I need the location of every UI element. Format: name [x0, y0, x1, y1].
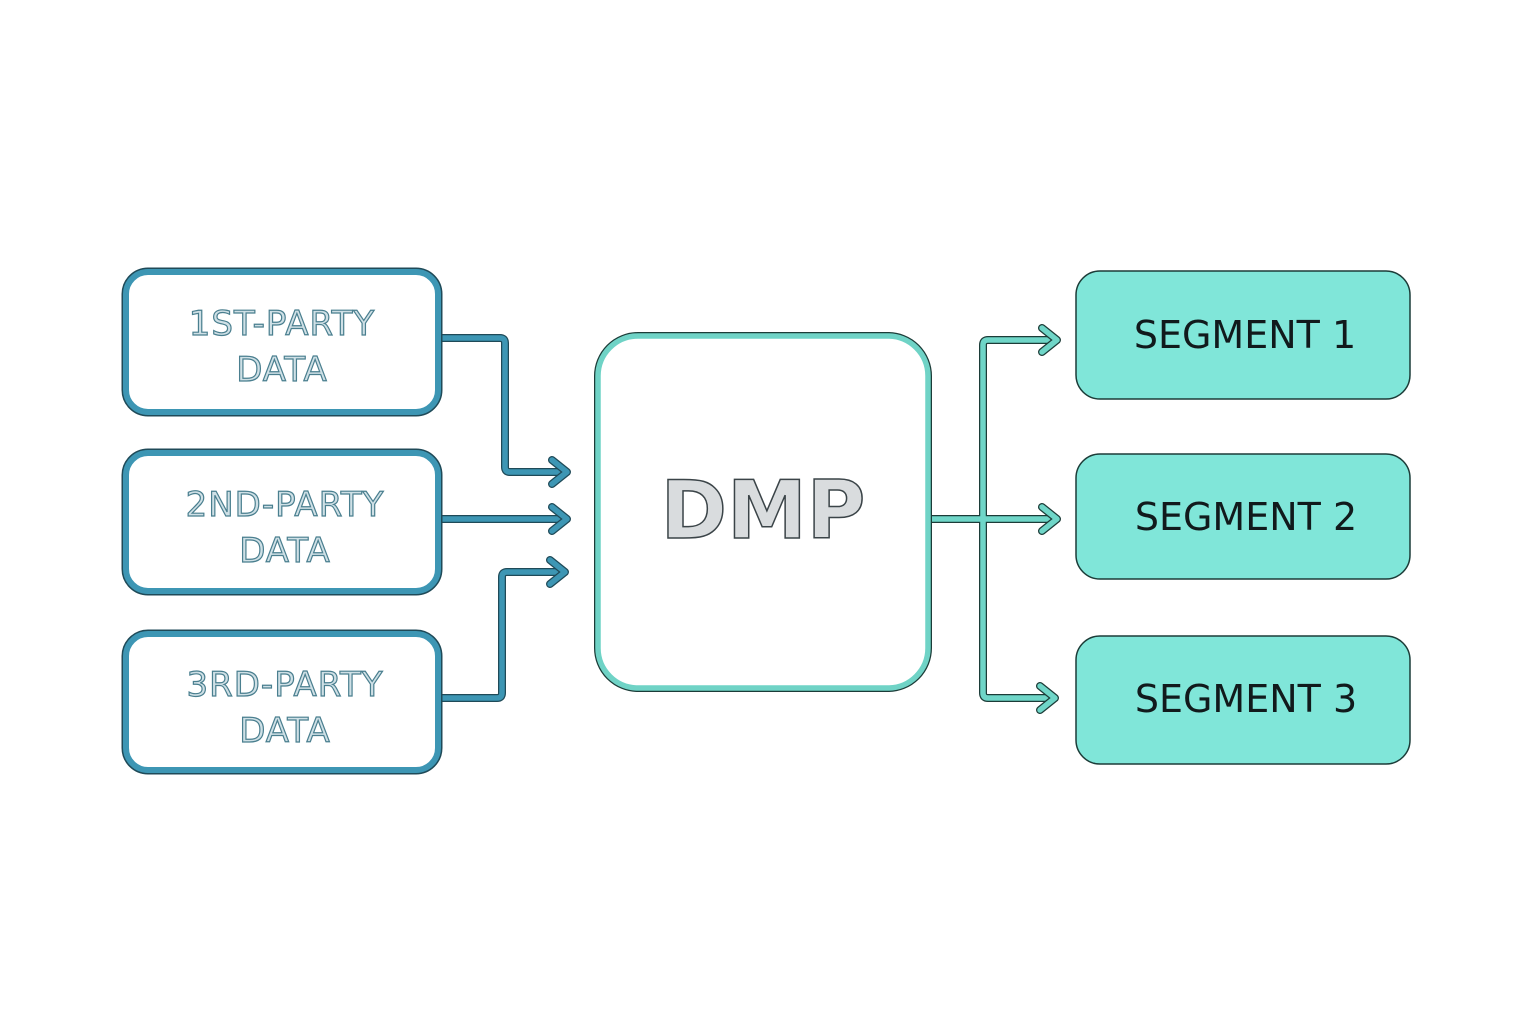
- source-label-line1: 3RD-PARTY: [187, 665, 384, 705]
- connector-3rd-party: [435, 569, 567, 701]
- source-label-line2: DATA: [239, 711, 331, 751]
- output-branch: [980, 337, 1058, 701]
- source-label-line2: DATA: [236, 350, 328, 390]
- source-label-line1: 1ST-PARTY: [189, 304, 375, 344]
- source-box-3rd-party: 3RD-PARTY DATA: [121, 629, 443, 775]
- source-box-2nd-party: 2ND-PARTY DATA: [121, 448, 443, 596]
- arrowhead-1st-party-fill: [549, 457, 570, 487]
- input-connectors: [434, 334, 571, 702]
- segment-label: SEGMENT 2: [1135, 495, 1357, 539]
- segment-box-1: SEGMENT 1: [1075, 270, 1411, 400]
- source-label-line1: 2ND-PARTY: [186, 485, 385, 525]
- source-label-line2: DATA: [239, 531, 331, 571]
- connector-1st-party-outline: [434, 334, 570, 476]
- arrowhead-segment-1-fill: [1039, 325, 1060, 355]
- dmp-label: DMP: [661, 464, 866, 557]
- arrowhead-segment-3-fill: [1037, 683, 1058, 713]
- dmp-hub-box: DMP: [594, 332, 932, 692]
- segment-label: SEGMENT 3: [1135, 677, 1357, 721]
- connector-1st-party: [435, 335, 569, 475]
- arrowhead-segment-2-fill: [1039, 504, 1060, 534]
- source-box-1st-party: 1ST-PARTY DATA: [121, 267, 443, 417]
- segment-label: SEGMENT 1: [1134, 313, 1356, 357]
- arrowhead-3rd-party-fill: [547, 557, 568, 587]
- arrowhead-2nd-party-fill: [549, 504, 570, 534]
- output-connectors: [924, 324, 1061, 714]
- segment-box-3: SEGMENT 3: [1075, 635, 1411, 765]
- segment-box-2: SEGMENT 2: [1075, 453, 1411, 580]
